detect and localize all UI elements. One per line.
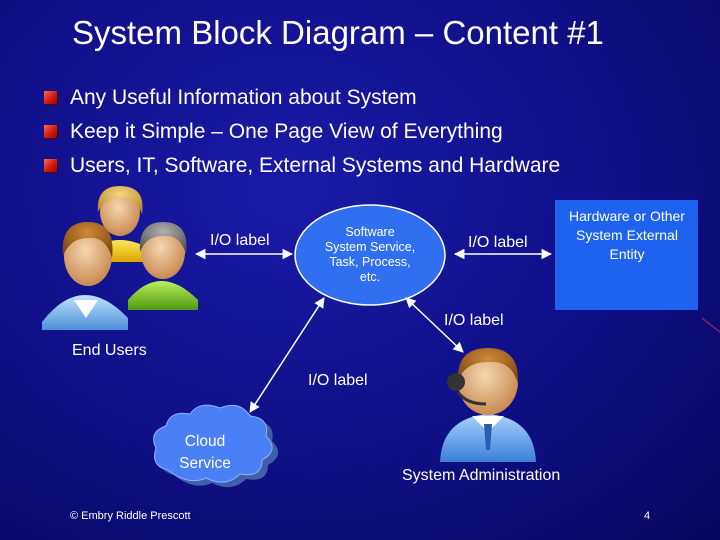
hardware-label-line: Hardware or Other (569, 208, 685, 224)
software-ellipse (294, 204, 446, 306)
hardware-box (555, 200, 698, 310)
hardware-label-line: System External (576, 227, 678, 243)
footer-copyright: © Embry Riddle Prescott (70, 510, 191, 522)
bullet-list: Any Useful Information about System Keep… (44, 84, 560, 186)
system-admin-label: System Administration (402, 467, 561, 484)
bullet-item: Users, IT, Software, External Systems an… (44, 152, 560, 186)
software-label-line: Task, Process, (329, 255, 411, 269)
bullet-text: Any Useful Information about System (70, 86, 417, 109)
software-label-line: Software (345, 225, 395, 239)
io-label-cloud: I/O label (308, 372, 368, 389)
cloud-service-shape (153, 404, 279, 488)
io-label-users: I/O label (210, 232, 270, 249)
hardware-label: Hardware or Other System External Entity (556, 207, 698, 264)
square-bullet-icon (44, 159, 57, 172)
arrow-software-admin (405, 297, 464, 353)
slide-title: System Block Diagram – Content #1 (72, 14, 604, 51)
software-label-line: System Service, (324, 240, 416, 254)
bullet-text: Users, IT, Software, External Systems an… (70, 154, 561, 177)
hardware-label-line: Entity (609, 246, 645, 262)
software-label-line: etc. (359, 270, 381, 284)
software-label: Software System Service, Task, Process, … (306, 225, 434, 285)
cloud-label-line: Service (179, 455, 231, 472)
bullet-item: Keep it Simple – One Page View of Everyt… (44, 118, 560, 152)
cloud-label-line: Cloud (184, 433, 226, 450)
io-label-admin: I/O label (444, 312, 504, 329)
io-label-hardware: I/O label (468, 234, 528, 251)
arrow-software-cloud (249, 297, 325, 413)
bullet-item: Any Useful Information about System (44, 84, 560, 118)
page-number: 4 (644, 510, 651, 522)
cloud-service-label: Cloud Service (160, 431, 250, 475)
square-bullet-icon (44, 91, 57, 104)
end-users-label: End Users (72, 342, 147, 359)
system-admin-icon (440, 348, 536, 462)
square-bullet-icon (44, 125, 57, 138)
decorative-line (701, 317, 720, 333)
end-users-icon (42, 186, 198, 330)
bullet-text: Keep it Simple – One Page View of Everyt… (70, 120, 503, 143)
